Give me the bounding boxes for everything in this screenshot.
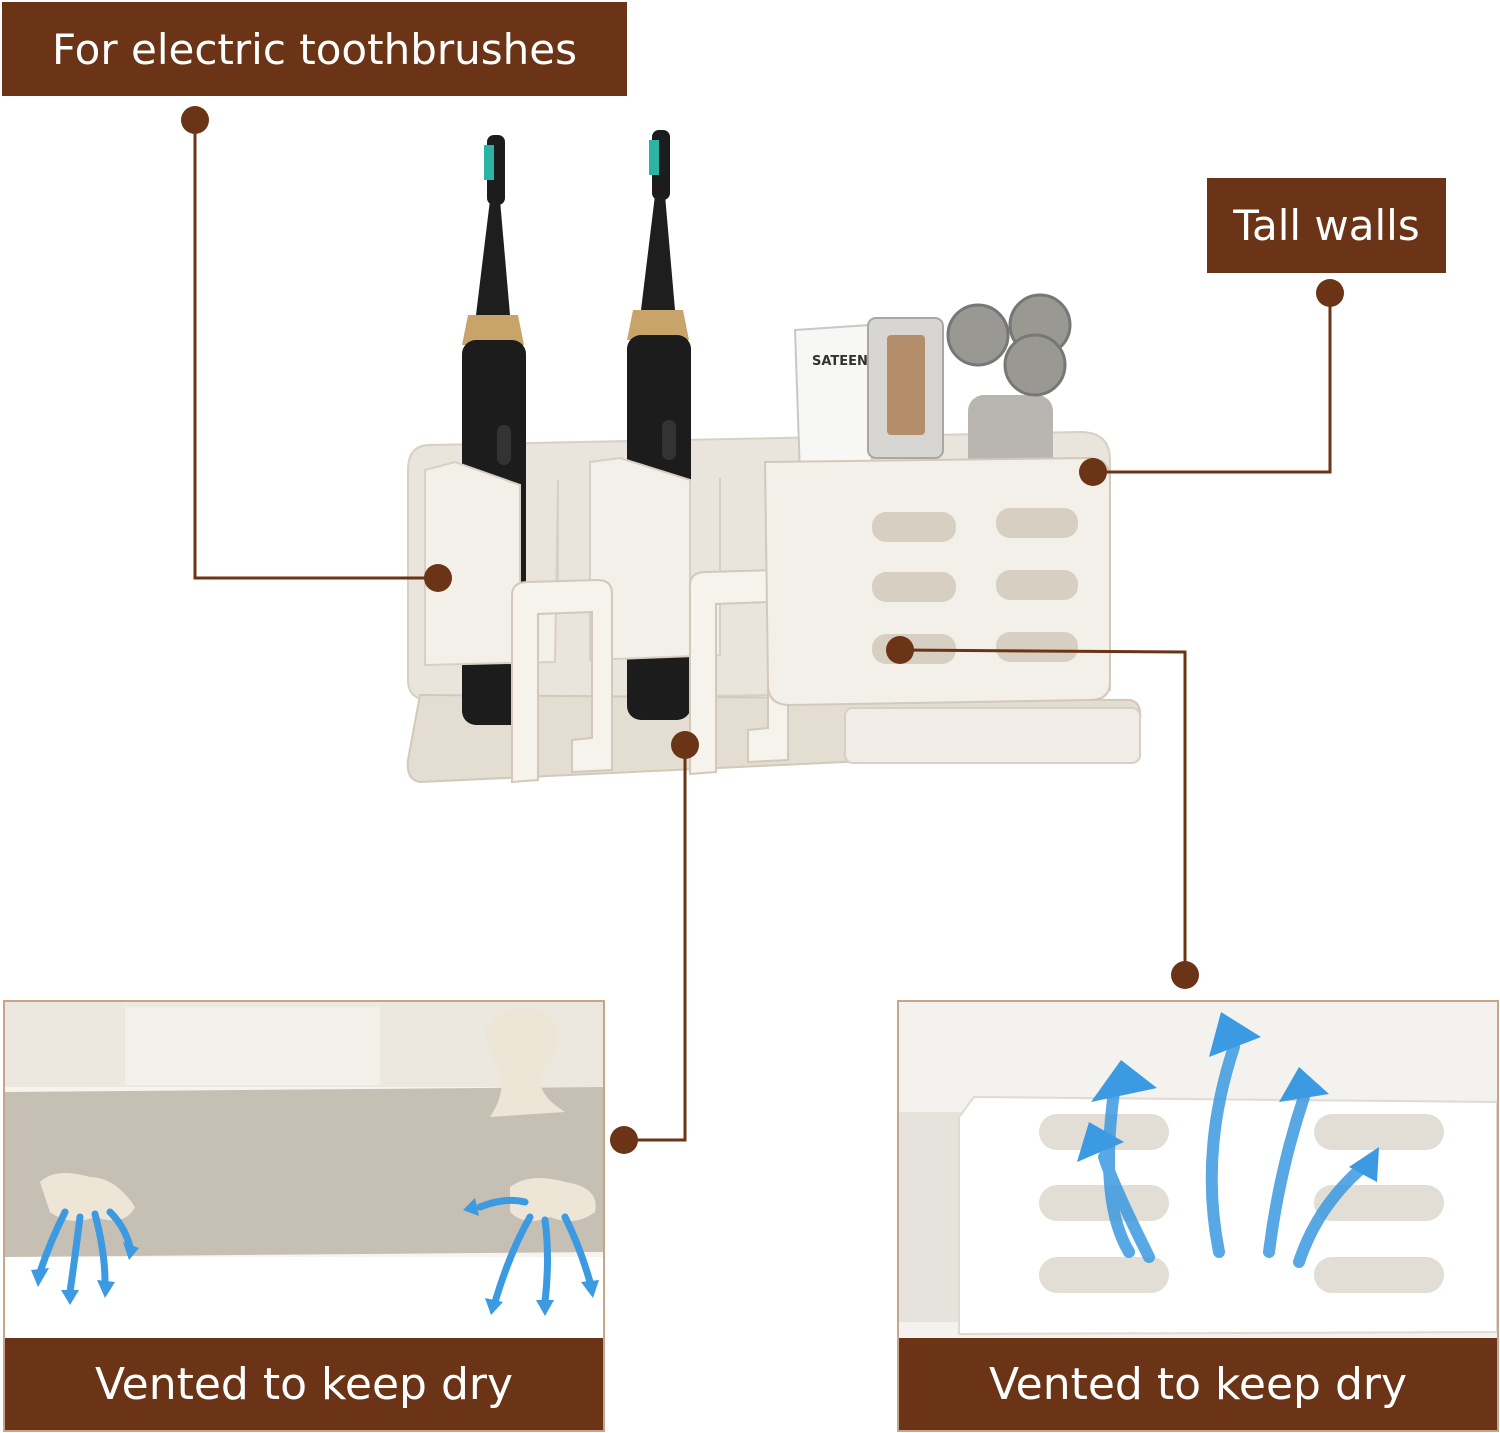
callout-dot-tall-walls-box: [1079, 458, 1107, 486]
label-tall-walls: Tall walls: [1207, 178, 1446, 273]
detail-left-caption: Vented to keep dry: [5, 1338, 603, 1430]
toothpaste-brand-text: SATEEN: [812, 354, 868, 369]
label-electric-toothbrushes: For electric toothbrushes: [2, 2, 627, 96]
holder-front-lip: [844, 707, 1141, 764]
airflow-arrows-left: [36, 1196, 594, 1306]
callout-dots: [181, 106, 1344, 1154]
detail-right-vents: [1039, 1114, 1444, 1293]
callout-dot-electric-slot: [424, 564, 452, 592]
callout-dot-drain-base: [671, 731, 699, 759]
detail-left-illustration: [5, 1002, 603, 1338]
toothpaste-tube: [793, 323, 874, 477]
callout-lines: [193, 120, 1332, 1142]
lotion-bottle: [867, 317, 944, 459]
callout-dot-tall-walls-top: [1316, 279, 1344, 307]
label-tall-walls-text: Tall walls: [1233, 201, 1420, 250]
detail-panel-left: Vented to keep dry: [3, 1000, 605, 1432]
label-electric-toothbrushes-text: For electric toothbrushes: [52, 24, 577, 74]
airflow-arrowheads-left: [31, 1198, 599, 1316]
detail-panel-right: Vented to keep dry: [897, 1000, 1499, 1432]
airflow-arrowheads-right: [1077, 1012, 1379, 1182]
detail-right-illustration: [899, 1002, 1497, 1338]
callout-dot-vent-box: [886, 636, 914, 664]
callout-dot-electric-top: [181, 106, 209, 134]
callout-dot-vent-right: [1171, 961, 1199, 989]
detail-right-caption: Vented to keep dry: [899, 1338, 1497, 1430]
cable-hook-1: [511, 578, 613, 784]
callout-dot-vent-left: [610, 1126, 638, 1154]
